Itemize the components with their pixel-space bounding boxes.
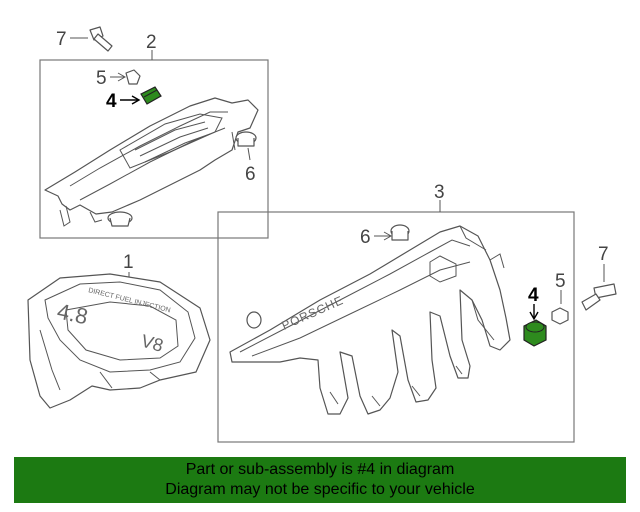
bolt-part-7-right[interactable] [581,283,617,311]
grommet-part-4-right[interactable] [523,319,547,347]
callout-6-left[interactable]: 6 [245,164,256,185]
info-banner: Part or sub-assembly is #4 in diagram Di… [14,457,626,503]
engine-cover-part-3[interactable]: PORSCHE [229,225,511,415]
callout-5-right[interactable]: 5 [555,271,566,292]
parts-diagram: 2 7 5 4 6 1 [27,26,617,443]
callout-7-left[interactable]: 7 [56,29,67,50]
callout-2[interactable]: 2 [146,32,157,53]
grommet-part-6-left[interactable] [235,131,257,147]
clip-part-5-left[interactable] [125,69,141,85]
group-box-3 [217,211,575,443]
group-box-2 [39,59,269,239]
engine-cover-part-2[interactable] [44,97,259,227]
callout-6-right[interactable]: 6 [360,227,371,248]
callout-5-left[interactable]: 5 [96,68,107,89]
engine-cover-part-1[interactable]: DIRECT FUEL INJECTION 4.8 V8 [27,273,211,409]
callout-4-right[interactable]: 4 [528,285,539,306]
grommet-part-4-left[interactable] [140,86,162,105]
callout-4-left[interactable]: 4 [106,91,117,112]
grommet-part-6-right[interactable] [390,224,410,241]
bolt-part-7-left[interactable] [89,26,113,52]
banner-line-disclaimer: Diagram may not be specific to your vehi… [165,481,475,498]
callout-7-right[interactable]: 7 [598,244,609,265]
banner-line-part-info: Part or sub-assembly is #4 in diagram [185,461,455,478]
clip-part-5-right[interactable] [551,307,569,325]
callout-3[interactable]: 3 [434,182,445,203]
grommet-under-part-2 [107,211,133,227]
etched-displacement-text: 4.8 [55,298,90,329]
callout-1[interactable]: 1 [123,252,134,273]
